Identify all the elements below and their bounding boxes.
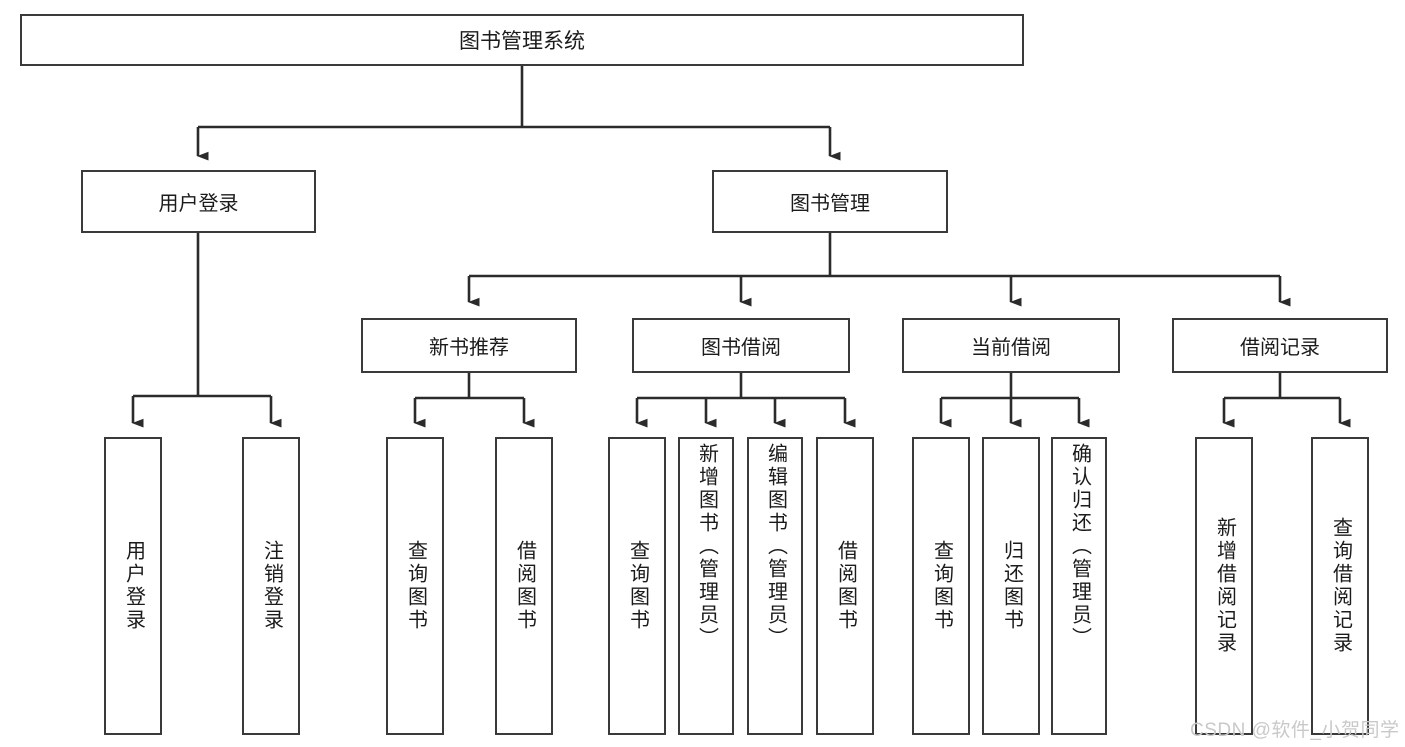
node-label: 编辑图书（管理员） [764,443,787,650]
node-label: 查询图书 [626,540,649,632]
node-label: 查询借阅记录 [1329,517,1352,655]
node-label: 查询图书 [404,540,427,632]
node-label: 借阅图书 [834,540,857,632]
node-label: 新书推荐 [429,337,509,359]
node-label: 新增借阅记录 [1213,517,1236,655]
node-current-borrow[interactable]: 当前借阅 [902,318,1120,373]
leaf-confirm-return-admin[interactable]: 确认归还（管理员） [1051,437,1107,735]
node-label: 归还图书 [1000,540,1023,632]
node-root-system[interactable]: 图书管理系统 [20,14,1024,66]
leaf-borrow-book-bb[interactable]: 借阅图书 [816,437,874,735]
node-user-login[interactable]: 用户登录 [81,170,316,233]
node-label: 新增图书（管理员） [695,443,718,650]
leaf-user-login[interactable]: 用户登录 [104,437,162,735]
node-label: 图书管理 [790,193,870,215]
node-label: 查询图书 [930,540,953,632]
node-label: 图书借阅 [701,337,781,359]
node-label: 图书管理系统 [459,30,585,53]
leaf-add-book-admin[interactable]: 新增图书（管理员） [678,437,734,735]
node-borrow-record[interactable]: 借阅记录 [1172,318,1388,373]
leaf-query-borrow-record[interactable]: 查询借阅记录 [1311,437,1369,735]
node-label: 确认归还（管理员） [1068,443,1091,650]
leaf-query-book-nb[interactable]: 查询图书 [386,437,444,735]
node-label: 用户登录 [158,193,239,215]
node-label: 注销登录 [260,540,283,632]
node-new-book-recommend[interactable]: 新书推荐 [361,318,577,373]
leaf-return-book[interactable]: 归还图书 [982,437,1040,735]
leaf-borrow-book-nb[interactable]: 借阅图书 [495,437,553,735]
node-label: 借阅图书 [513,540,536,632]
node-book-management[interactable]: 图书管理 [712,170,948,233]
leaf-edit-book-admin[interactable]: 编辑图书（管理员） [747,437,803,735]
node-label: 用户登录 [122,540,145,632]
leaf-add-borrow-record[interactable]: 新增借阅记录 [1195,437,1253,735]
leaf-logout[interactable]: 注销登录 [242,437,300,735]
leaf-query-book-bb[interactable]: 查询图书 [608,437,666,735]
node-label: 当前借阅 [971,337,1051,359]
node-book-borrow[interactable]: 图书借阅 [632,318,850,373]
leaf-query-book-cb[interactable]: 查询图书 [912,437,970,735]
node-label: 借阅记录 [1240,337,1320,359]
